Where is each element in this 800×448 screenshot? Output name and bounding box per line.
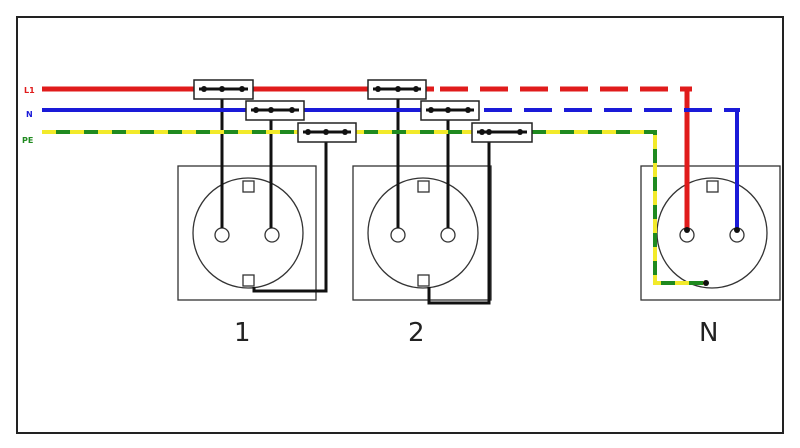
terminal-block-icon	[245, 100, 305, 121]
terminal-block-icon	[471, 122, 533, 143]
outlet-label-2: 2	[408, 318, 425, 348]
outlet-label-1: 1	[234, 318, 251, 348]
socket-icon	[352, 165, 492, 301]
terminal-block-icon	[297, 122, 357, 143]
wire-n	[42, 108, 740, 230]
wire-label-l1: L1	[24, 86, 35, 95]
terminal-block-icon	[193, 79, 254, 100]
socket-icon	[640, 165, 781, 301]
outlet-3	[640, 165, 781, 301]
drop-wires	[220, 89, 491, 305]
outlet-label-n: N	[699, 318, 718, 348]
socket-icon	[177, 165, 317, 301]
wire-label-pe: PE	[22, 136, 33, 145]
terminal-block-icon	[420, 100, 480, 121]
outlet-2	[352, 165, 492, 301]
diagram-frame	[16, 16, 784, 434]
outlet-1	[177, 165, 317, 301]
terminal-block-icon	[367, 79, 427, 100]
wire-label-n: N	[26, 110, 33, 119]
socket-pin-dots	[684, 227, 740, 286]
